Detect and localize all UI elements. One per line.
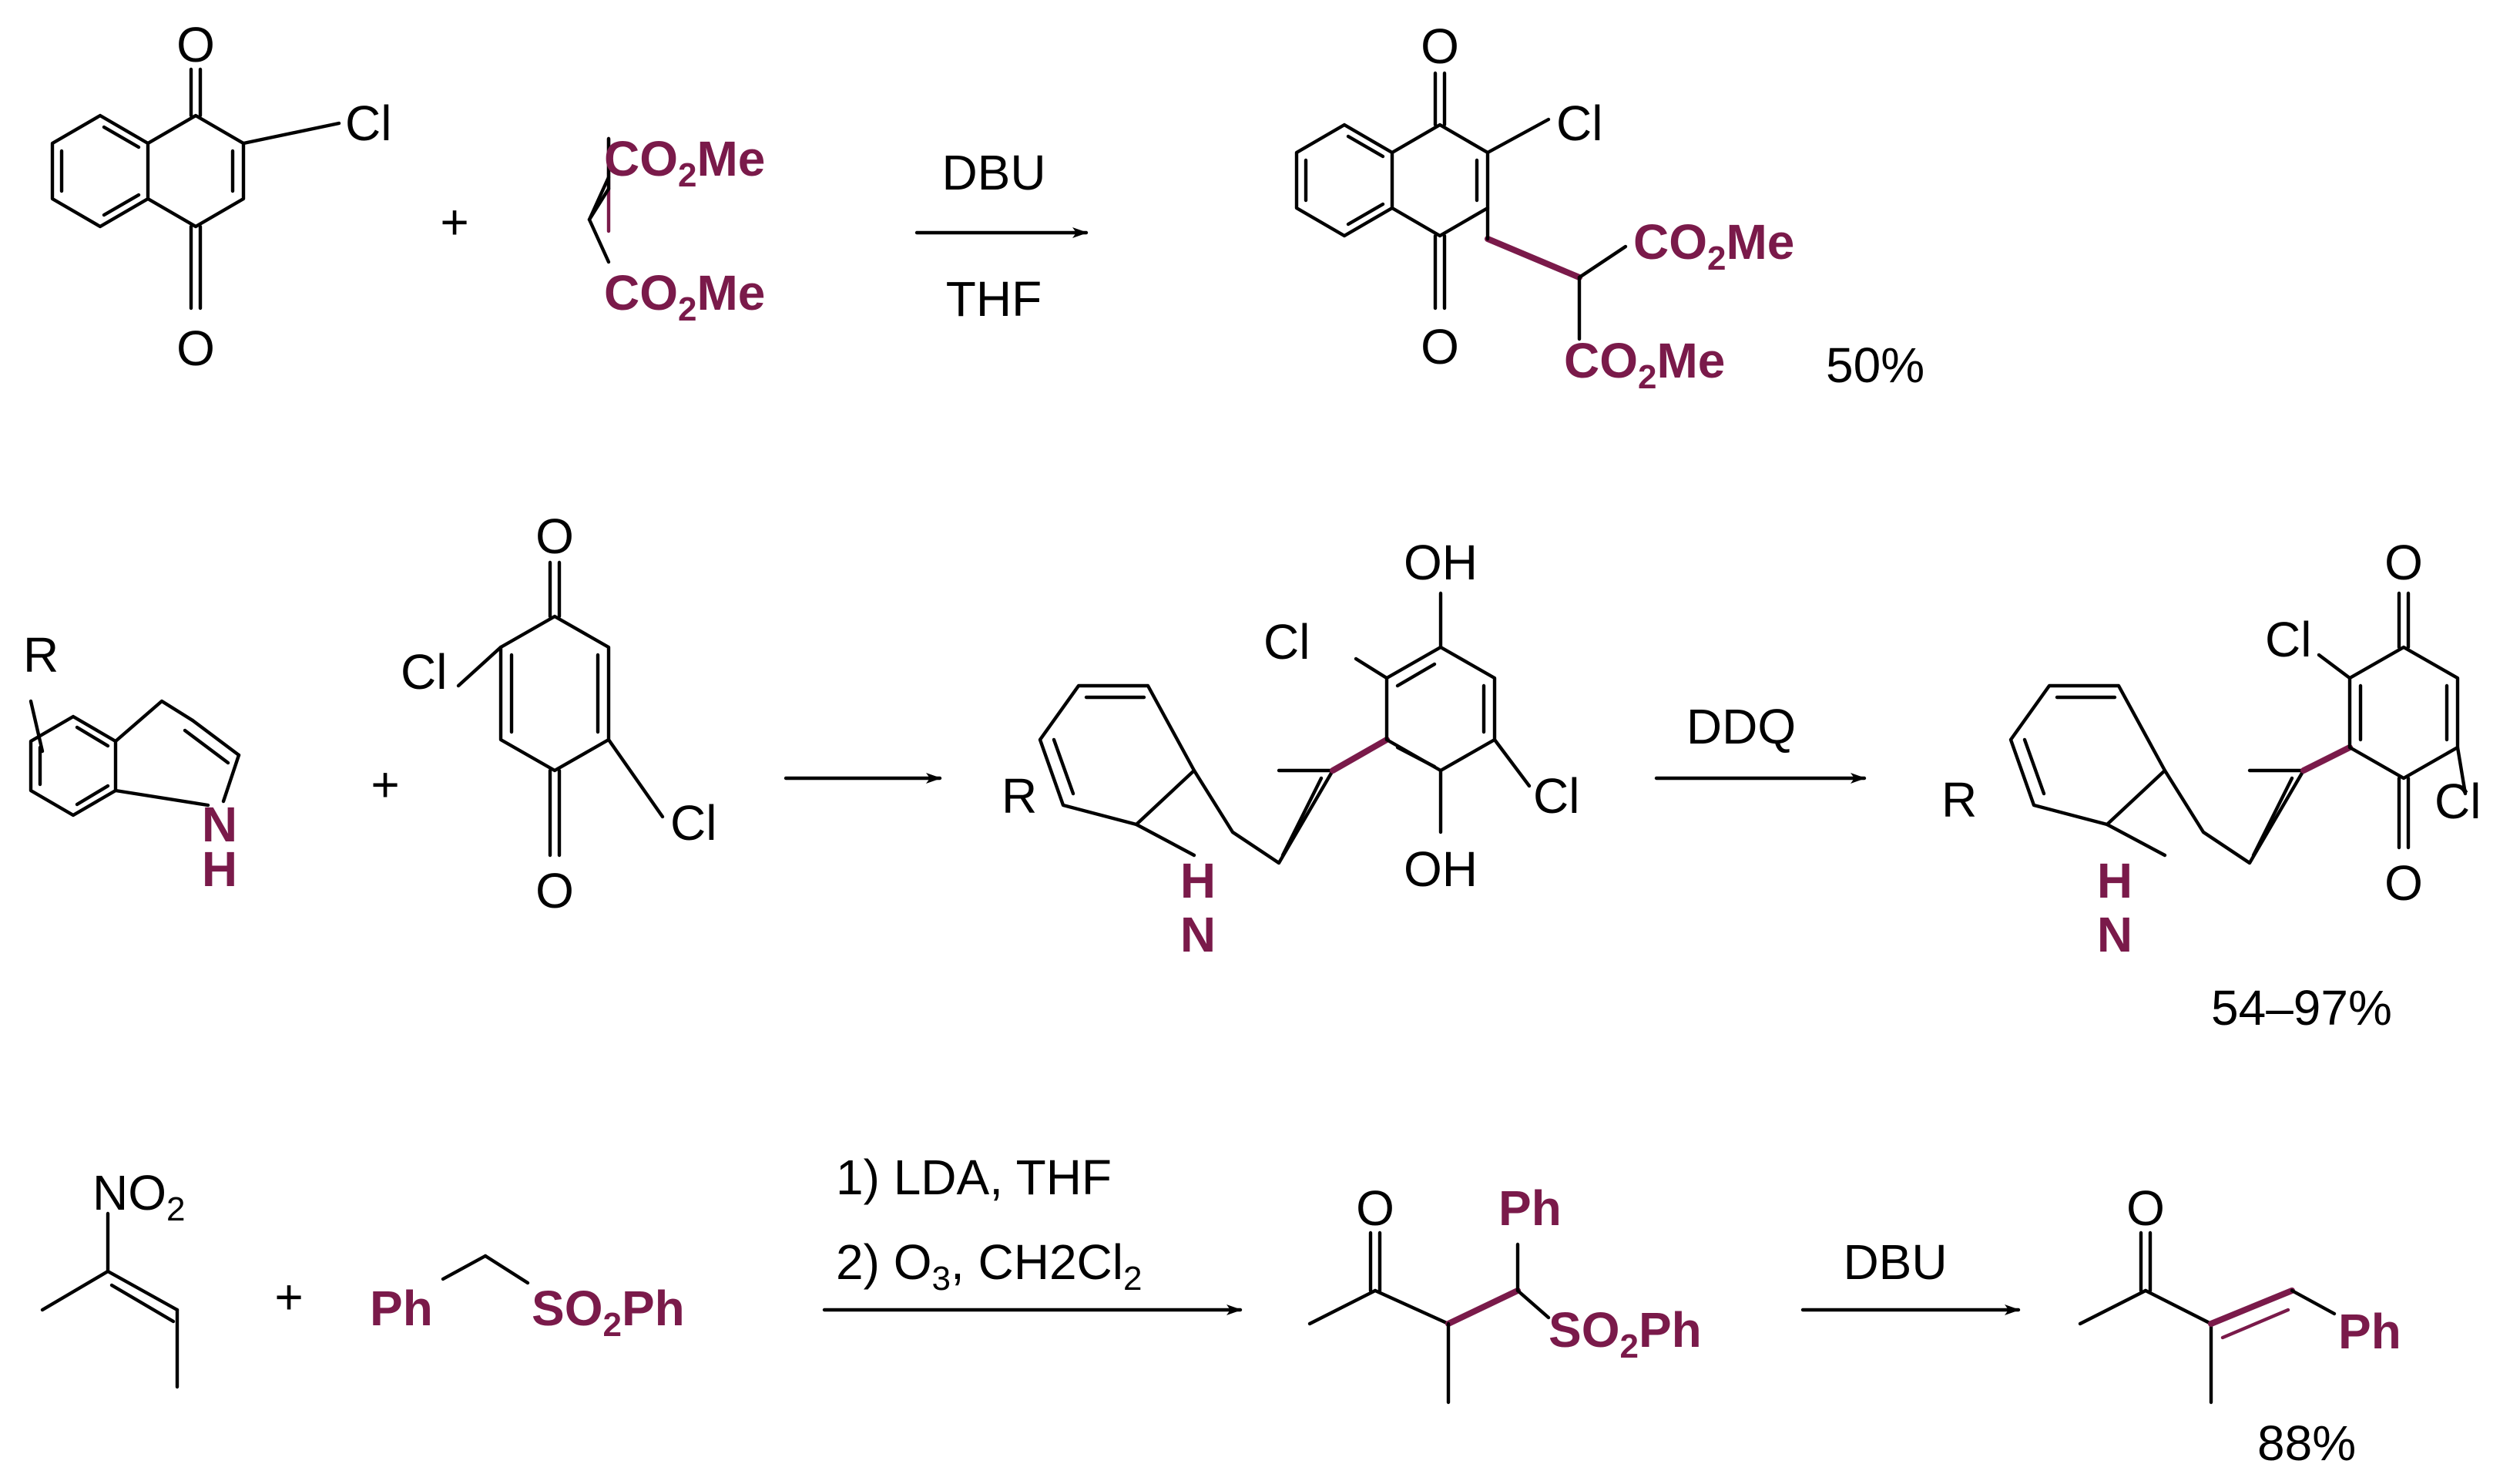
dichlorobenzoquinone: O O Cl Cl	[401, 509, 716, 918]
atom-ph: Ph	[2338, 1304, 2401, 1359]
nitroalkene: NO2	[40, 1165, 185, 1389]
atom-oh: OH	[1404, 535, 1478, 590]
atom-cl: Cl	[1556, 96, 1602, 151]
enone-product: O Ph	[2078, 1180, 2401, 1405]
atom-cl: Cl	[1533, 768, 1579, 824]
svg-text:CO2Me: CO2Me	[1564, 333, 1725, 396]
atom-h: H	[1180, 853, 1216, 908]
atom-r: R	[1002, 768, 1037, 824]
atom-oh: OH	[1404, 841, 1478, 897]
plus-sign: +	[440, 194, 468, 250]
dimethyl-malonate: CO2Me CO2Me	[587, 131, 765, 328]
atom-o: O	[1356, 1180, 1394, 1236]
reagent-ddq: DDQ	[1686, 699, 1796, 754]
solvent-thf: THF	[946, 271, 1042, 327]
atom-n: N	[202, 797, 237, 852]
svg-text:SO2Ph: SO2Ph	[1549, 1302, 1702, 1365]
atom-cl: Cl	[1263, 614, 1310, 670]
atom-cl: Cl	[2265, 612, 2311, 667]
atom-o: O	[2384, 535, 2423, 590]
atom-r: R	[23, 627, 59, 683]
atom-cl: Cl	[2434, 774, 2481, 829]
atom-o: O	[2126, 1180, 2165, 1236]
atom-cl: Cl	[345, 96, 391, 151]
atom-cl: Cl	[401, 644, 447, 700]
yield-label: 88%	[2257, 1415, 2356, 1471]
svg-text:CO2Me: CO2Me	[1633, 214, 1794, 277]
yield-label: 54–97%	[2211, 980, 2392, 1036]
atom-h: H	[2097, 853, 2132, 908]
atom-n: N	[2097, 907, 2132, 962]
benzyl-phenyl-sulfone: Ph SO2Ph	[370, 1254, 685, 1344]
plus-sign: +	[371, 757, 399, 812]
atom-o: O	[176, 321, 215, 376]
malonyl-naphthoquinone-product: O O Cl CO2Me CO2Me	[1294, 18, 1794, 396]
atom-o: O	[2384, 855, 2423, 911]
step-1: 1) LDA, THF	[836, 1150, 1112, 1205]
atom-o: O	[535, 509, 574, 564]
svg-text:CO2Me: CO2Me	[604, 265, 765, 328]
indole: R N H	[23, 627, 241, 897]
svg-text:NO2: NO2	[92, 1165, 185, 1228]
indolyl-hydroquinone-intermediate: R H N OH OH Cl Cl	[1002, 535, 1579, 962]
indolyl-quinone-product: R H N O O Cl Cl	[1941, 535, 2481, 962]
plus-sign: +	[274, 1269, 303, 1325]
atom-o: O	[535, 863, 574, 918]
atom-n: N	[1180, 907, 1216, 962]
atom-h: H	[202, 841, 237, 897]
atom-ph: Ph	[370, 1281, 433, 1336]
svg-text:SO2Ph: SO2Ph	[532, 1281, 685, 1344]
atom-o: O	[1421, 18, 1459, 74]
atom-r: R	[1941, 772, 1977, 828]
yield-label: 50%	[1826, 337, 1924, 393]
reagent-dbu: DBU	[1843, 1234, 1947, 1290]
atom-ph: Ph	[1498, 1180, 1562, 1236]
atom-cl: Cl	[670, 795, 716, 851]
atom-o: O	[1421, 319, 1459, 374]
chloronaphthoquinone: O O Cl	[50, 17, 391, 376]
sulfonyl-ketone-intermediate: O Ph SO2Ph	[1307, 1180, 1702, 1405]
reagent-dbu: DBU	[941, 145, 1045, 200]
svg-text:CO2Me: CO2Me	[604, 131, 765, 194]
atom-o: O	[176, 17, 215, 72]
step-2: 2) O3, CH2Cl2	[836, 1234, 1142, 1298]
